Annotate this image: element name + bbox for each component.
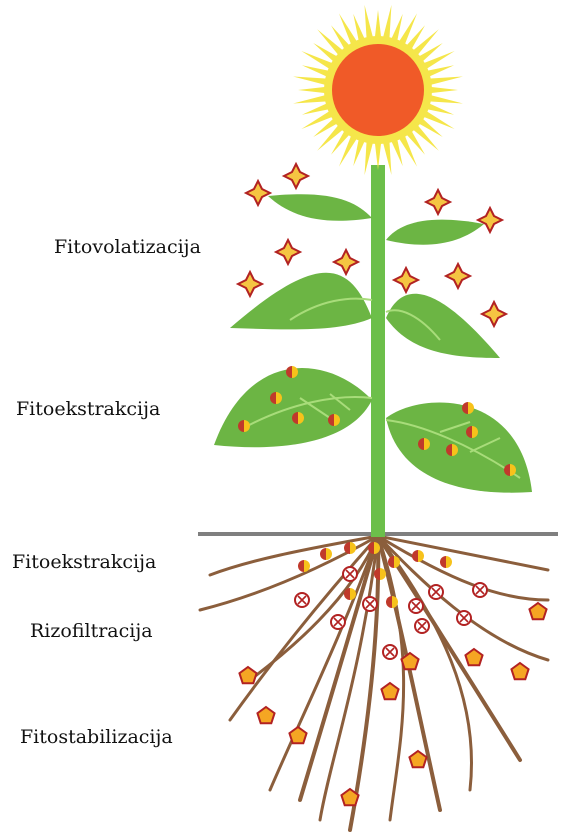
crossed-circle-icon [415, 619, 429, 633]
dot-half-left [388, 556, 394, 568]
crossed-circle-icon [383, 645, 397, 659]
root [300, 536, 378, 800]
four-point-star-icon [238, 272, 262, 296]
half-circle-dot-icon [446, 444, 458, 456]
pentagon-icon [381, 683, 398, 699]
dot-half-right [446, 556, 452, 568]
four-point-star-icon [334, 250, 358, 274]
pentagon-icon [409, 751, 426, 767]
half-circle-dot-icon [440, 556, 452, 568]
crossed-circle-icon [363, 597, 377, 611]
half-circle-dot-icon [320, 548, 332, 560]
pentagon-icon [529, 603, 546, 619]
leaf [268, 194, 372, 221]
leaf [386, 402, 532, 492]
four-point-star-icon [394, 268, 418, 292]
half-circle-dot-icon [374, 568, 386, 580]
pentagon-icon [465, 649, 482, 665]
half-circle-dot-icon [504, 464, 516, 476]
leaf [386, 220, 484, 245]
half-circle-dot-icon [286, 366, 298, 378]
four-point-star-icon [276, 240, 300, 264]
crossed-circle-icon [409, 599, 423, 613]
crossed-circle-icon [343, 567, 357, 581]
dot-half-right [326, 548, 332, 560]
label-fitoekstrakcija-roots: Fitoekstrakcija [12, 551, 156, 573]
stem [371, 165, 385, 537]
pentagon-icon [511, 663, 528, 679]
root [378, 536, 548, 570]
dot-half-left [386, 596, 392, 608]
dot-half-right [350, 542, 356, 554]
half-circle-dot-icon [466, 426, 478, 438]
crossed-circle-icon [457, 611, 471, 625]
half-circle-dot-icon [368, 542, 380, 554]
root [378, 536, 520, 760]
half-circle-dot-icon [412, 550, 424, 562]
dot-half-left [440, 556, 446, 568]
four-point-star-icon [246, 181, 270, 205]
half-circle-dot-icon [298, 560, 310, 572]
dot-half-left [412, 550, 418, 562]
root [378, 536, 440, 810]
root [378, 536, 548, 600]
half-circle-dot-icon [344, 588, 356, 600]
half-circle-dot-icon [292, 412, 304, 424]
label-fitoekstrakcija-leaves: Fitoekstrakcija [16, 398, 160, 420]
flower-center [332, 44, 424, 136]
four-point-star-icon [478, 208, 502, 232]
label-rizofiltracija: Rizofiltracija [30, 620, 153, 642]
half-circle-dot-icon [328, 414, 340, 426]
pentagon-icon [239, 667, 256, 683]
crossed-circle-icon [295, 593, 309, 607]
half-circle-dot-icon [418, 438, 430, 450]
dot-half-left [298, 560, 304, 572]
half-circle-dot-icon [462, 402, 474, 414]
half-circle-dot-icon [238, 420, 250, 432]
leaf [386, 294, 500, 358]
crossed-circle-icon [331, 615, 345, 629]
crossed-circle-icon [473, 583, 487, 597]
pentagon-icon [257, 707, 274, 723]
half-circle-dot-icon [386, 596, 398, 608]
dot-half-left [320, 548, 326, 560]
half-circle-dot-icon [388, 556, 400, 568]
half-circle-dot-icon [344, 542, 356, 554]
label-fitovolatizacija: Fitovolatizacija [54, 236, 201, 258]
four-point-star-icon [482, 302, 506, 326]
four-point-star-icon [446, 264, 470, 288]
stabilized-particles [239, 603, 546, 805]
crossed-circle-icon [429, 585, 443, 599]
pentagon-icon [289, 727, 306, 743]
four-point-star-icon [426, 190, 450, 214]
label-fitostabilizacija: Fitostabilizacija [20, 726, 173, 748]
half-circle-dot-icon [270, 392, 282, 404]
four-point-star-icon [284, 164, 308, 188]
sunflower [293, 5, 463, 175]
